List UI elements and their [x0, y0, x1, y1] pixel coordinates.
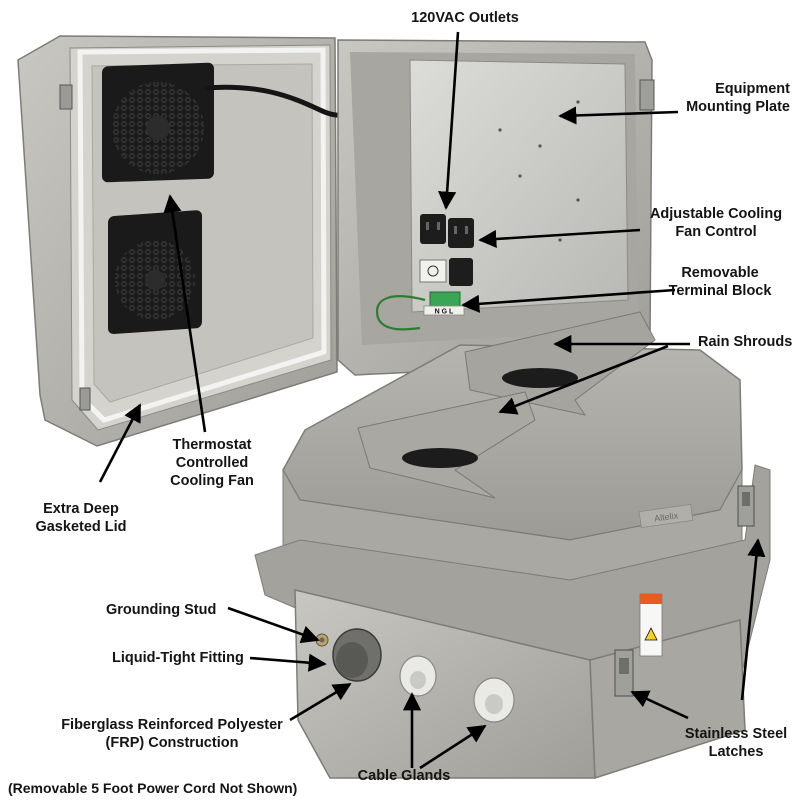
label-adjustable-cooling-fan-control: Adjustable Cooling Fan Control	[649, 206, 783, 240]
terminal-block: N G L	[423, 291, 465, 316]
liquid-tight-fitting	[332, 628, 382, 682]
lid-gasket	[77, 47, 327, 423]
label-thermostat-controlled-cooling-fan: Thermostat Controlled Cooling Fan	[170, 437, 254, 489]
brand-plate-text: Altelix	[654, 510, 680, 523]
label-rain-shrouds: Rain Shrouds	[698, 334, 793, 350]
footnote-power-cord: (Removable 5 Foot Power Cord Not Shown)	[8, 780, 298, 796]
cooling-fan-lower	[108, 210, 202, 335]
stainless-steel-latch-upper	[737, 485, 755, 527]
rain-shroud-rear	[464, 311, 656, 416]
label-liquid-tight-fitting: Liquid-Tight Fitting	[112, 650, 244, 666]
label-frp-construction: Fiberglass Reinforced Polyester (FRP) Co…	[61, 717, 283, 751]
label-stainless-steel-latches: Stainless Steel Latches	[684, 726, 788, 760]
brand-plate: Altelix	[638, 504, 694, 528]
rain-shroud-front	[357, 391, 536, 499]
closed-enclosure: Altelix	[254, 311, 771, 780]
cooling-fan-upper	[102, 62, 214, 183]
callout-arrows	[98, 31, 766, 770]
label-cable-glands: Cable Glands	[357, 768, 451, 784]
120vac-outlets	[420, 214, 474, 286]
warning-label	[639, 593, 663, 657]
label-extra-deep-gasketed-lid: Extra Deep Gasketed Lid	[35, 501, 127, 535]
open-enclosure: N G L	[17, 35, 655, 447]
label-removable-terminal-block: Removable Terminal Block	[668, 265, 772, 299]
label-equipment-mounting-plate: Equipment Mounting Plate	[686, 81, 790, 115]
label-120vac-outlets: 120VAC Outlets	[411, 10, 519, 26]
cable-gland-left	[399, 655, 437, 697]
stainless-steel-latch-lower	[614, 649, 634, 697]
terminal-letters: N G L	[435, 309, 454, 316]
cable-gland-right	[473, 677, 515, 723]
label-grounding-stud: Grounding Stud	[106, 602, 217, 618]
fan-control-module	[419, 259, 447, 283]
